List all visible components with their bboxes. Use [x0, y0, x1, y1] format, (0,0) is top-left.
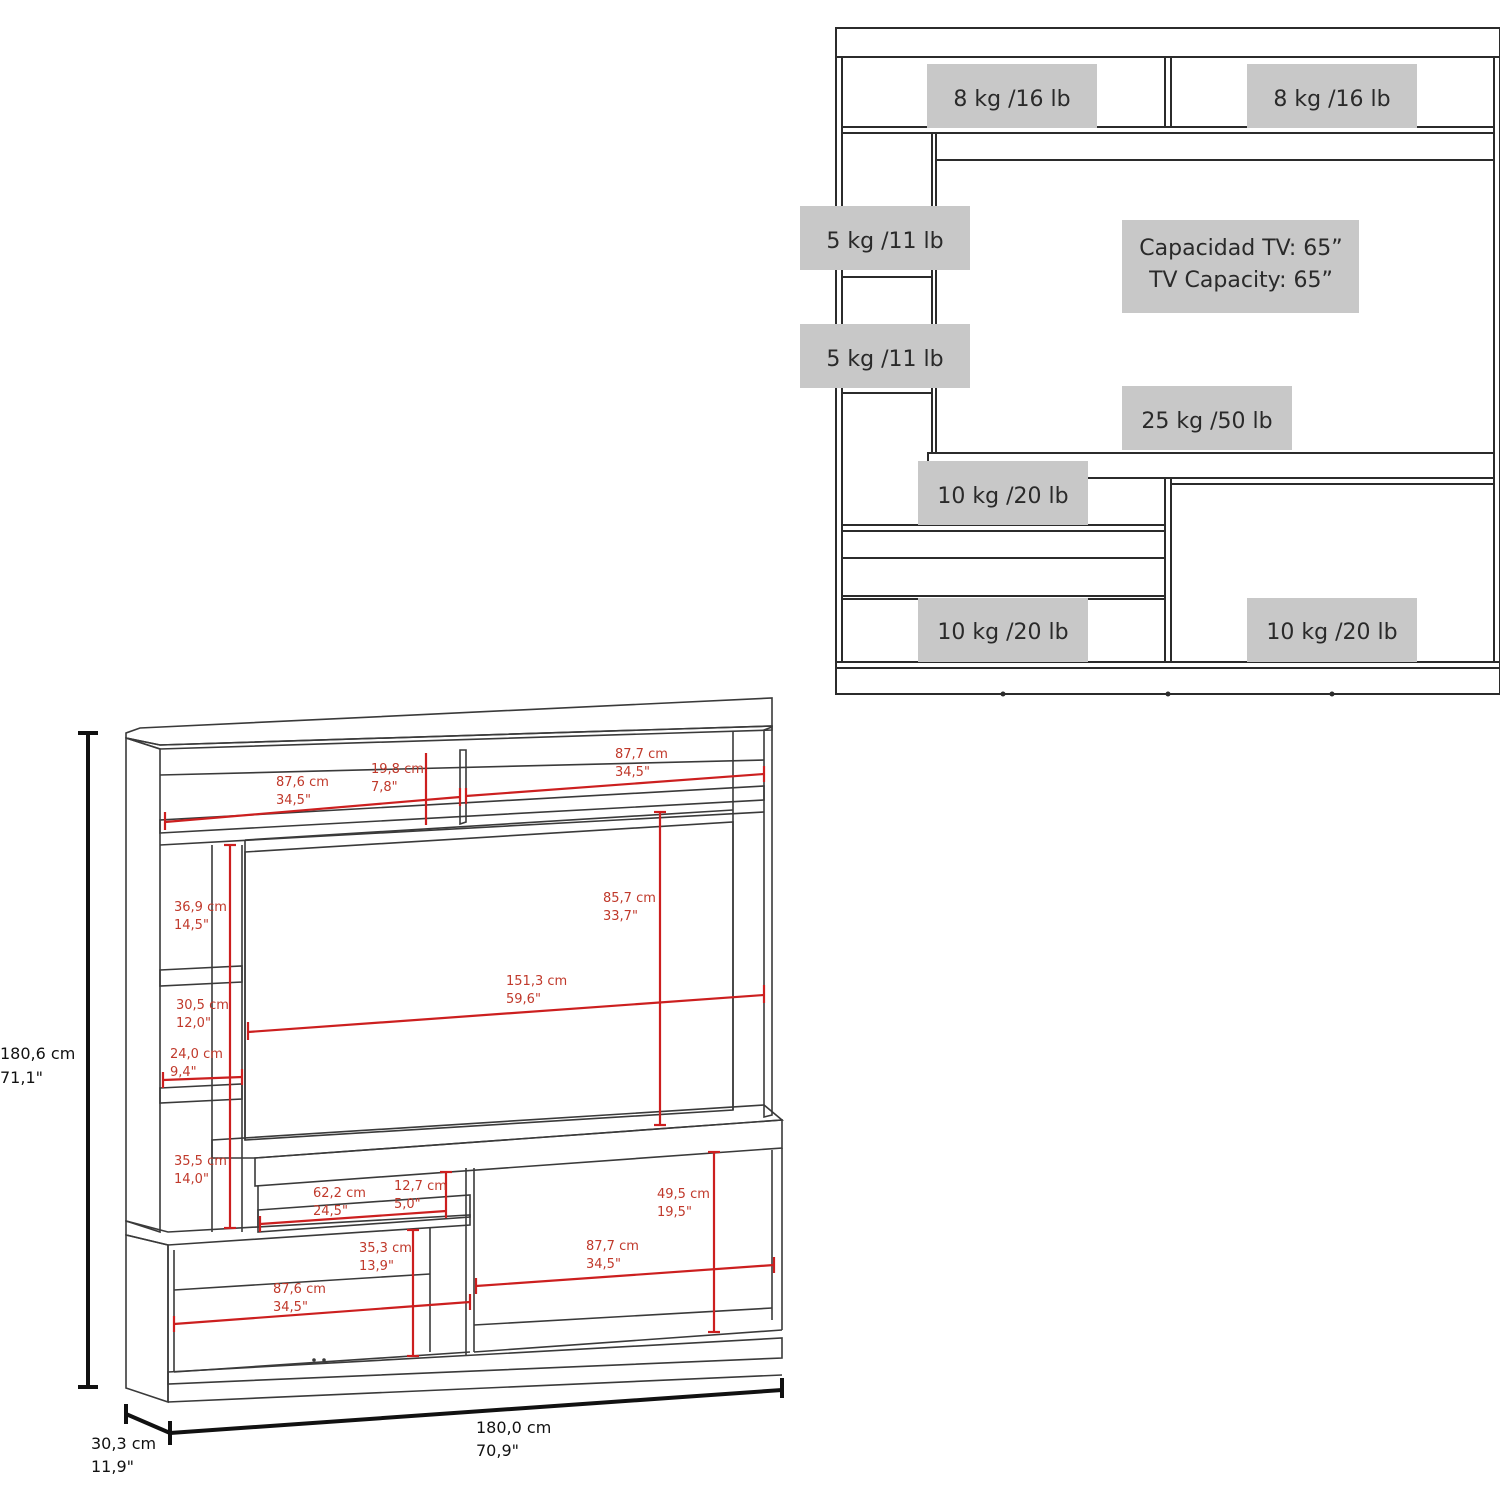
dim-label-lower-right-width-cm: 87,7 cm	[586, 1239, 639, 1254]
capacity-box-tv-shelf	[1122, 386, 1292, 450]
dim-label-side-width-in: 9,4"	[170, 1065, 197, 1080]
tv-capacity-box	[1122, 220, 1359, 313]
dim-label-side-width-cm: 24,0 cm	[170, 1047, 223, 1062]
foot-mark	[1329, 691, 1335, 697]
lower-right-shelf	[473, 1307, 773, 1326]
capacity-box-bottom-right	[1247, 598, 1417, 662]
dim-label-drawer-height-cm: 12,7 cm	[394, 1179, 447, 1194]
dim-label-drawer-height-in: 5,0"	[394, 1197, 421, 1212]
capacity-box-top-right	[1247, 64, 1417, 128]
dim-label-drawer-width-cm: 62,2 cm	[313, 1186, 366, 1201]
dim-label-top-left-width-in: 34,5"	[276, 793, 311, 808]
left-side-panel	[125, 736, 161, 1234]
overall-height-in: 71,1"	[0, 1068, 43, 1087]
capacity-label-left-lower: 5 kg /11 lb	[826, 347, 943, 372]
dim-label-tv-height-in: 33,7"	[603, 909, 638, 924]
dim-label-side-upper-cm: 36,9 cm	[174, 900, 227, 915]
dim-line-tv-width	[247, 993, 765, 1034]
lower-right-bottom	[473, 1329, 783, 1353]
upper-shelf	[159, 785, 765, 834]
capacity-box-top-left	[927, 64, 1097, 128]
capacity-label-left-upper: 5 kg /11 lb	[826, 229, 943, 254]
dim-label-side-lower-cm: 35,5 cm	[174, 1154, 227, 1169]
right-upper-side	[763, 725, 773, 1119]
overall-width-cm: 180,0 cm	[476, 1418, 551, 1437]
dim-label-side-mid-cm: 30,5 cm	[176, 998, 229, 1013]
upper-divider	[459, 749, 467, 826]
lower-left-shelf	[841, 524, 1166, 532]
dim-label-lower-left-height-in: 13,9"	[359, 1259, 394, 1274]
dim-line-drawer-width	[259, 1209, 447, 1226]
capacity-label-top-left: 8 kg /16 lb	[953, 87, 1070, 112]
dim-label-side-upper-in: 14,5"	[174, 918, 209, 933]
interior-dimension-lines	[161, 753, 776, 1358]
upper-divider	[1164, 56, 1172, 128]
lower-left-side	[125, 1233, 169, 1404]
dim-label-lower-right-height-cm: 49,5 cm	[657, 1187, 710, 1202]
perspective-drawing	[125, 697, 785, 1404]
dim-label-side-lower-in: 14,0"	[174, 1172, 209, 1187]
base-front	[167, 1337, 783, 1385]
dim-label-side-mid-in: 12,0"	[176, 1016, 211, 1031]
dim-line-lower-right-width	[475, 1263, 775, 1288]
overall-width-line	[169, 1388, 783, 1435]
capacity-labels: 8 kg /16 lb 8 kg /16 lb 5 kg /11 lb 5 kg…	[800, 64, 1417, 662]
top-cap	[125, 697, 773, 746]
base-bottom	[167, 1374, 783, 1403]
dim-line-lower-left-width	[173, 1300, 471, 1326]
dim-label-top-left-width-cm: 87,6 cm	[276, 775, 329, 790]
capacity-box-left-lower	[800, 324, 970, 388]
capacity-box-left-upper	[800, 206, 970, 270]
dim-label-lower-right-height-in: 19,5"	[657, 1205, 692, 1220]
tv-capacity-english: TV Capacity: 65”	[1148, 268, 1333, 293]
foot-mark	[1165, 691, 1171, 697]
dim-label-top-right-width-cm: 87,7 cm	[615, 747, 668, 762]
dim-label-lower-left-width-in: 34,5"	[273, 1300, 308, 1315]
foot-mark	[312, 1358, 316, 1362]
tv-capacity-spanish: Capacidad TV: 65”	[1139, 236, 1342, 261]
overall-width-in: 70,9"	[476, 1441, 519, 1460]
capacity-label-lower-left-shelf: 10 kg /20 lb	[937, 484, 1068, 509]
tv-panel-top-trim	[244, 809, 734, 841]
top-cap-edge	[125, 725, 773, 750]
overall-depth-cm: 30,3 cm	[91, 1434, 156, 1453]
lower-left-shelf	[173, 1273, 431, 1291]
dim-label-tv-width-cm: 151,3 cm	[506, 974, 567, 989]
capacity-label-bottom-right: 10 kg /20 lb	[1266, 620, 1397, 645]
capacity-box-bottom-left	[918, 598, 1088, 662]
dim-label-top-right-width-in: 34,5"	[615, 765, 650, 780]
dim-label-tv-width-in: 59,6"	[506, 992, 541, 1007]
drawer-box	[257, 1194, 471, 1233]
overall-depth-in: 11,9"	[91, 1457, 134, 1476]
capacity-label-bottom-left: 10 kg /20 lb	[937, 620, 1068, 645]
overall-depth-line	[125, 1412, 171, 1435]
upper-compartment-top	[159, 759, 765, 776]
dim-label-lower-left-width-cm: 87,6 cm	[273, 1282, 326, 1297]
left-shelf-2	[159, 1083, 243, 1104]
lower-divider	[1164, 477, 1172, 663]
dim-label-top-left-height-in: 7,8"	[371, 780, 398, 795]
dim-line-top-right-width	[465, 772, 765, 798]
overall-height-cm: 180,6 cm	[0, 1044, 75, 1063]
dim-label-lower-right-width-in: 34,5"	[586, 1257, 621, 1272]
capacity-label-top-right: 8 kg /16 lb	[1273, 87, 1390, 112]
dim-label-tv-height-cm: 85,7 cm	[603, 891, 656, 906]
dim-label-top-left-height-cm: 19,8 cm	[371, 762, 424, 777]
dim-label-lower-left-height-cm: 35,3 cm	[359, 1241, 412, 1256]
tv-shelf-front	[254, 1119, 783, 1187]
left-shelf-1	[159, 965, 243, 987]
dim-label-drawer-width-in: 24,5"	[313, 1204, 348, 1219]
overall-dimensions: 180,6 cm 71,1" 180,0 cm 70,9" 30,3 cm 11…	[0, 731, 784, 1476]
foot-mark	[1000, 691, 1006, 697]
dim-line-top-left-width	[164, 795, 461, 824]
foot-mark	[322, 1358, 326, 1362]
capacity-label-tv-shelf: 25 kg /50 lb	[1141, 409, 1272, 434]
capacity-box-lower-left-shelf	[918, 461, 1088, 525]
dim-line-side-width	[162, 1075, 243, 1082]
interior-dimension-labels: 87,6 cm 34,5" 19,8 cm 7,8" 87,7 cm 34,5"…	[170, 747, 710, 1315]
